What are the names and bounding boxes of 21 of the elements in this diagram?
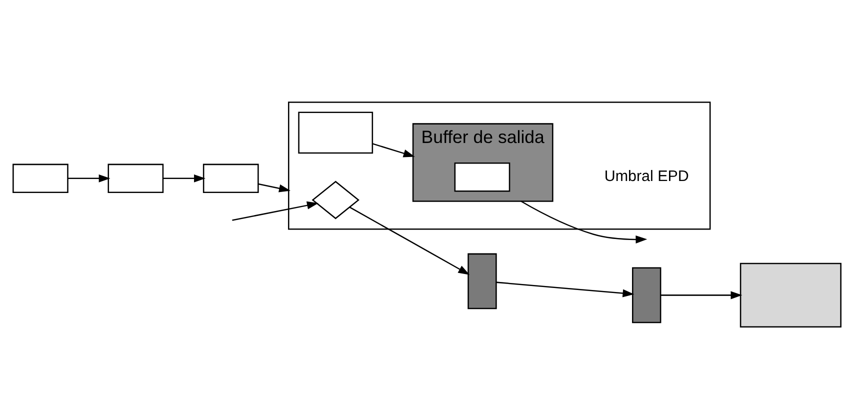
node-box <box>202 163 259 192</box>
arrow <box>372 142 415 157</box>
node-box <box>108 163 164 192</box>
cluster <box>288 101 711 230</box>
arrow <box>520 200 648 243</box>
node-box <box>740 262 842 328</box>
arrow <box>496 281 634 297</box>
arrow <box>232 200 318 220</box>
node-box <box>12 163 68 192</box>
node-diamond <box>312 180 360 219</box>
arrow <box>258 182 290 192</box>
arrow <box>660 290 742 299</box>
node-box <box>632 266 662 323</box>
node-box <box>468 252 497 309</box>
arrow <box>163 174 206 182</box>
node-box <box>298 111 374 154</box>
node-box <box>454 162 510 192</box>
cluster: Buffer de salida <box>412 122 554 202</box>
arrow <box>68 174 110 182</box>
node-label: Umbral EPD <box>604 168 689 185</box>
arrow <box>349 206 470 274</box>
